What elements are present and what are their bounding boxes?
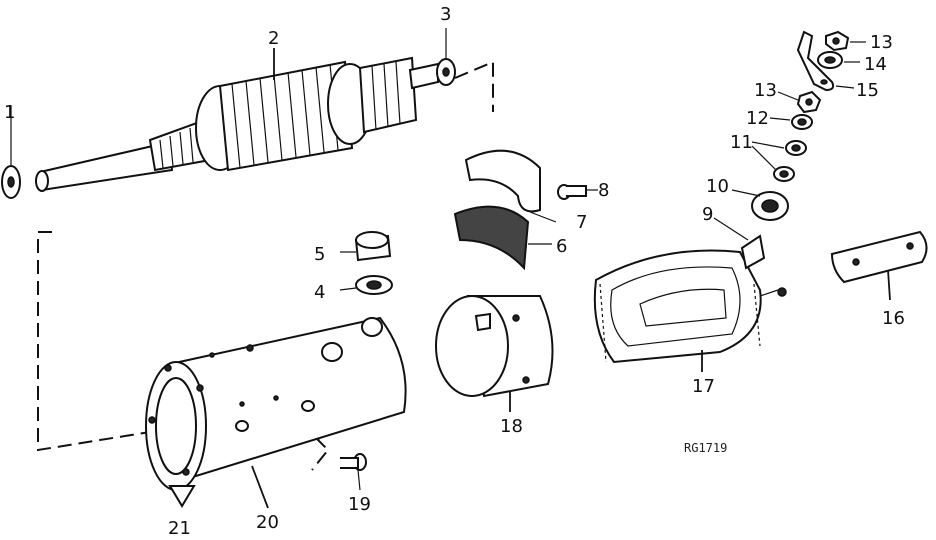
callout-11: 11 xyxy=(730,132,753,153)
part-plug-5 xyxy=(340,231,392,262)
figure-code: RG1719 xyxy=(684,441,727,455)
callout-21: 21 xyxy=(168,518,191,539)
callout-7: 7 xyxy=(576,212,587,233)
part-washer-1 xyxy=(1,105,21,199)
callout-1: 1 xyxy=(4,102,15,123)
part-strap-15 xyxy=(796,30,855,92)
part-field-frame-20 xyxy=(145,316,407,509)
part-nut-13-lower xyxy=(777,90,822,114)
callout-17: 17 xyxy=(692,376,715,397)
callout-10: 10 xyxy=(706,176,729,197)
part-pole-shoe-7 xyxy=(464,149,557,223)
callout-16: 16 xyxy=(882,308,905,329)
part-terminal-9 xyxy=(713,217,749,241)
part-insulator-6 xyxy=(453,205,552,271)
part-gasket-4 xyxy=(339,275,393,295)
callout-15: 15 xyxy=(856,80,879,101)
callout-5: 5 xyxy=(314,244,325,265)
callout-9: 9 xyxy=(702,204,713,225)
part-marker-21 xyxy=(168,485,196,508)
part-bushing-10 xyxy=(731,189,789,221)
part-screw-19 xyxy=(340,453,367,491)
callout-labels: 1 2 3 4 5 6 7 8 9 10 11 12 13 13 14 15 1… xyxy=(4,4,905,539)
callout-2: 2 xyxy=(268,28,279,49)
part-pole-piece-18 xyxy=(435,295,554,412)
callout-12: 12 xyxy=(746,108,769,129)
part-washers-11 xyxy=(751,140,807,182)
part-armature-2 xyxy=(35,48,439,192)
part-screw-8 xyxy=(557,184,598,200)
callout-4: 4 xyxy=(314,282,325,303)
callout-19: 19 xyxy=(348,494,371,515)
callout-18: 18 xyxy=(500,416,523,437)
part-washer-14 xyxy=(817,51,860,69)
callout-14: 14 xyxy=(864,54,887,75)
part-field-coils-17 xyxy=(593,234,787,372)
callout-20: 20 xyxy=(256,512,279,533)
callout-13-upper: 13 xyxy=(870,32,893,53)
callout-13-lower: 13 xyxy=(754,80,777,101)
part-washer-12 xyxy=(769,114,813,130)
part-strip-16 xyxy=(830,230,928,301)
part-nut-13-upper xyxy=(825,30,866,52)
callout-6: 6 xyxy=(556,236,567,257)
callout-3: 3 xyxy=(440,4,451,25)
part-washer-3 xyxy=(436,28,456,86)
callout-8: 8 xyxy=(598,180,609,201)
